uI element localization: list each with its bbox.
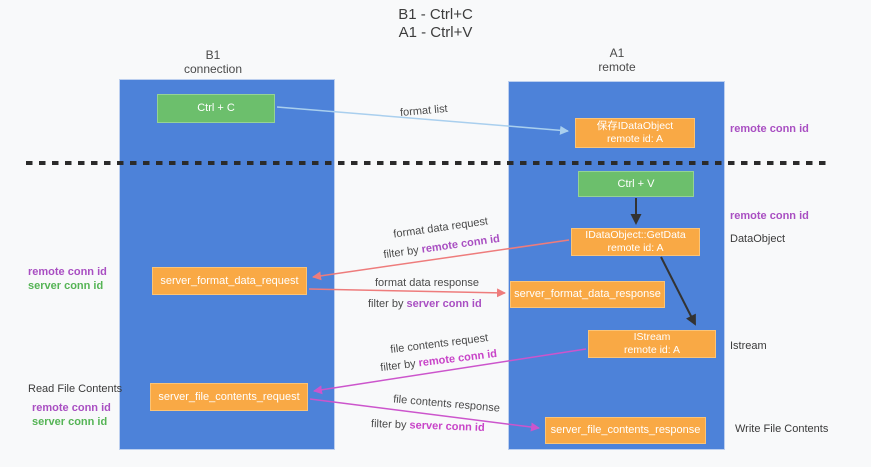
right-column-name: A1 [609, 46, 625, 60]
left-column-subtitle: connection [183, 62, 243, 76]
getdata-line2: remote id: A [607, 242, 664, 254]
istream-box: IStream remote id: A [588, 330, 716, 358]
left-column-name: B1 [205, 48, 221, 62]
filter-by-server-conn-id-label-2: filter by server conn id [371, 418, 485, 434]
server-conn-id-text: server conn id [406, 298, 482, 310]
filter-by-prefix: filter by [379, 357, 420, 375]
server-conn-id-annotation-left-1: server conn id [28, 280, 104, 292]
server-file-contents-response-label: server_file_contents_response [550, 424, 701, 436]
filter-by-server-conn-id-label-1: filter by server conn id [368, 298, 482, 310]
server-file-contents-request-box: server_file_contents_request [150, 383, 308, 411]
ctrl-v-label: Ctrl + V [617, 177, 655, 190]
save-idataobject-box: 保存IDataObject remote id: A [575, 118, 695, 148]
file-contents-response-label: file contents response [392, 393, 501, 415]
istream-annotation: Istream [730, 340, 767, 352]
server-file-contents-request-label: server_file_contents_request [158, 390, 300, 403]
filter-by-prefix: filter by [382, 243, 423, 262]
filter-by-prefix: filter by [370, 418, 410, 432]
server-file-contents-response-box: server_file_contents_response [545, 417, 706, 444]
write-file-contents-annotation: Write File Contents [735, 423, 829, 435]
server-conn-id-annotation-left-2: server conn id [32, 416, 108, 428]
read-file-contents-annotation: Read File Contents [28, 383, 123, 395]
server-format-data-request-box: server_format_data_request [152, 267, 307, 295]
format-list-label: format list [399, 102, 449, 120]
remote-conn-id-annotation-left-1: remote conn id [28, 266, 107, 278]
filter-by-prefix: filter by [368, 298, 407, 310]
remote-conn-id-annotation-mid: remote conn id [730, 210, 809, 222]
save-idataobject-line2: remote id: A [606, 133, 664, 145]
ctrl-c-label: Ctrl + C [197, 102, 235, 114]
diagram-title: B1 - Ctrl+C A1 - Ctrl+V [0, 6, 871, 42]
right-column-subtitle: remote [598, 60, 636, 74]
server-format-data-request-label: server_format_data_request [160, 274, 299, 287]
title-line-2: A1 - Ctrl+V [398, 24, 473, 41]
left-column-header: B1 connection [143, 48, 283, 76]
istream-line2: remote id: A [623, 344, 681, 356]
idataobject-getdata-box: IDataObject::GetData remote id: A [571, 228, 700, 256]
server-format-data-response-box: server_format_data_response [510, 281, 665, 308]
title-line-1: B1 - Ctrl+C [398, 6, 473, 23]
istream-line1: IStream [633, 331, 671, 343]
right-column-header: A1 remote [547, 46, 687, 74]
server-conn-id-text: server conn id [409, 419, 485, 434]
remote-conn-id-annotation-top: remote conn id [730, 123, 809, 135]
remote-conn-id-annotation-left-2: remote conn id [32, 402, 111, 414]
server-format-data-response-label: server_format_data_response [514, 288, 661, 300]
remote-conn-id-text: remote conn id [420, 232, 501, 256]
arrow-format-data-response [308, 288, 506, 298]
save-idataobject-line1: 保存IDataObject [596, 120, 674, 132]
dataobject-annotation: DataObject [730, 233, 786, 245]
ctrl-c-box: Ctrl + C [157, 94, 275, 123]
getdata-line1: IDataObject::GetData [585, 229, 686, 241]
ctrl-v-box: Ctrl + V [578, 171, 694, 197]
format-data-response-label: format data response [375, 277, 479, 289]
